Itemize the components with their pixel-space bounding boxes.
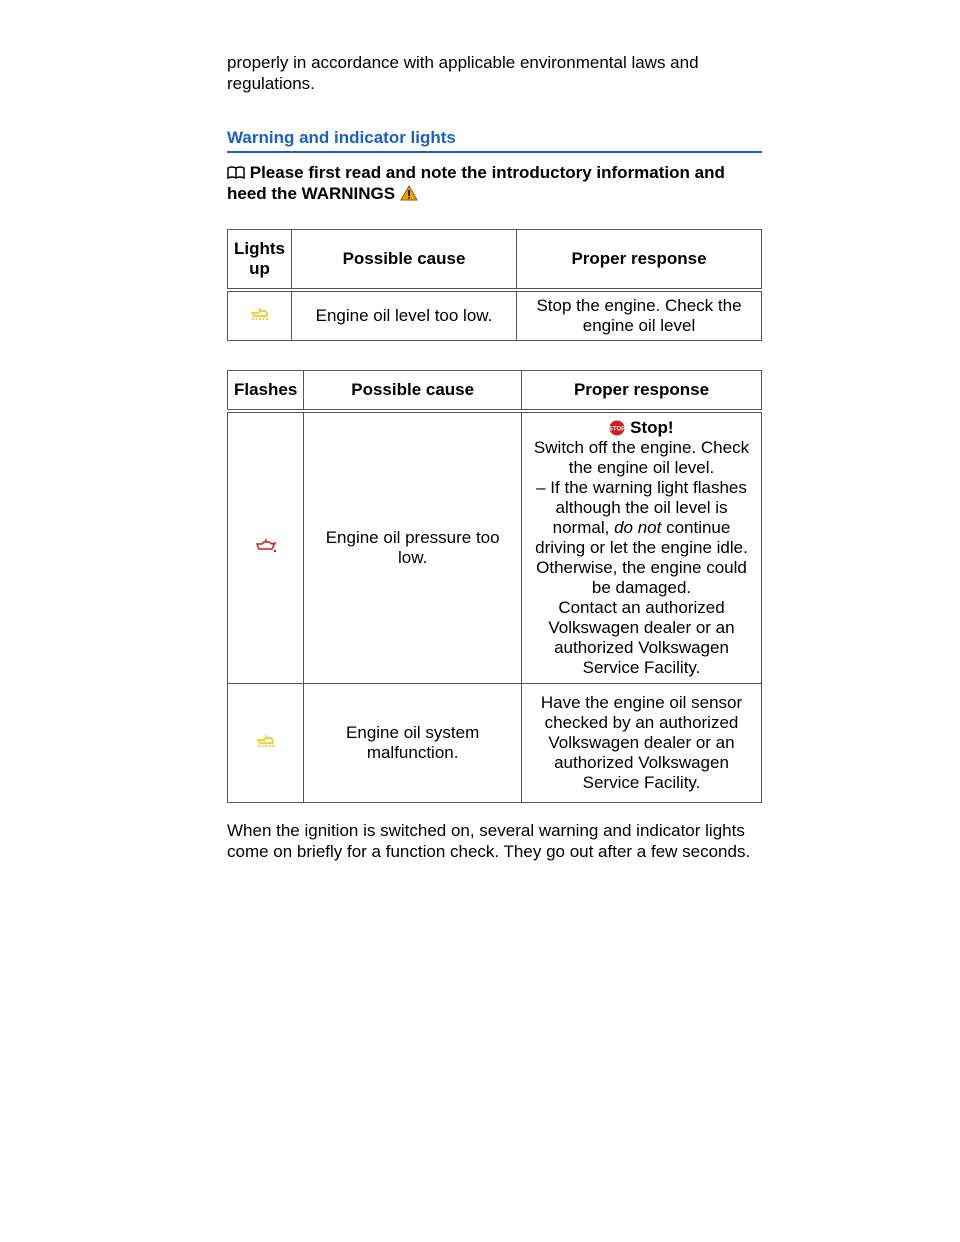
- table-row: Engine oil pressure too low. STOP Stop! …: [226, 410, 762, 684]
- response-cell: STOP Stop! Switch off the engine. Check …: [521, 410, 762, 684]
- page-content: properly in accordance with applicable e…: [226, 52, 762, 879]
- response-line: Switch off the engine. Check the engine …: [533, 438, 750, 477]
- response-emphasis: do not: [614, 518, 662, 537]
- table-header: Possible cause: [291, 229, 517, 291]
- icon-cell: [226, 410, 305, 684]
- intro-paragraph: properly in accordance with applicable e…: [227, 53, 699, 93]
- note-line: Please first read and note the introduct…: [227, 162, 762, 204]
- icon-cell: [227, 289, 292, 341]
- response-line: Contact an authorized Volkswagen dealer …: [548, 598, 735, 677]
- oil-level-icon: [250, 306, 270, 325]
- response-text: continue driving or let the engine idle.…: [535, 518, 748, 597]
- cause-cell: Engine oil pressure too low.: [303, 410, 522, 684]
- table-header: Lights up: [227, 229, 292, 291]
- response-line: – If the warning light flashes although …: [528, 478, 755, 598]
- table-header: Possible cause: [303, 370, 522, 412]
- book-icon: [227, 163, 250, 182]
- lights-up-table: Lights up Possible cause Proper response: [227, 229, 762, 341]
- svg-text:STOP: STOP: [609, 427, 625, 433]
- stop-line: STOP Stop!: [528, 418, 755, 438]
- table-header: Proper response: [521, 370, 762, 412]
- cause-cell: Engine oil system malfunction.: [303, 683, 522, 803]
- icon-cell: [226, 683, 305, 803]
- oil-pressure-icon: [255, 538, 277, 557]
- stop-icon: STOP: [609, 418, 630, 437]
- oil-sensor-icon: [256, 733, 276, 752]
- cause-cell: Engine oil level too low.: [291, 289, 517, 341]
- section-title: Warning and indicator lights: [227, 128, 762, 153]
- table-row: Engine oil system malfunction. Have the …: [226, 683, 762, 803]
- outro-paragraph: When the ignition is switched on, severa…: [227, 821, 751, 861]
- table-header: Proper response: [516, 229, 762, 291]
- stop-label: Stop!: [630, 418, 674, 437]
- warning-triangle-icon: [399, 184, 418, 203]
- response-cell: Have the engine oil sensor checked by an…: [521, 683, 762, 803]
- table-row: Engine oil level too low. Stop the engin…: [227, 289, 762, 341]
- response-cell: Stop the engine. Check the engine oil le…: [516, 289, 762, 341]
- flashes-table: Flashes Possible cause Proper response E…: [226, 370, 762, 803]
- response-text: – If the warning light flashes although …: [536, 478, 747, 537]
- table-header: Flashes: [226, 370, 305, 412]
- note-text: Please first read and note the introduct…: [227, 163, 725, 203]
